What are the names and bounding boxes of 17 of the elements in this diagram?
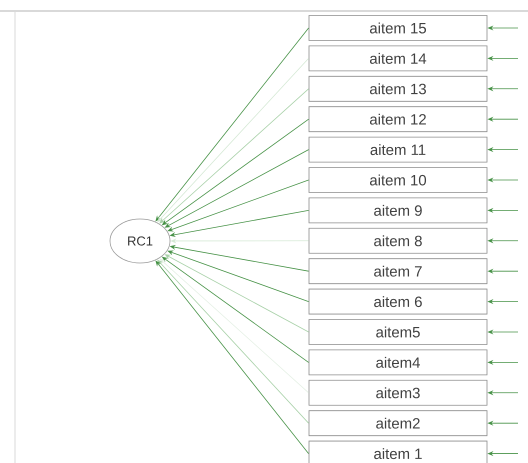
item-box: aitem 12	[308, 106, 488, 132]
item-box: aitem5	[308, 319, 488, 345]
item-box: aitem 8	[308, 228, 488, 254]
item-box: aitem 9	[308, 197, 488, 224]
item-box: aitem 11	[308, 136, 488, 162]
item-box: aitem 13	[308, 76, 488, 102]
item-box: aitem 1	[308, 440, 488, 463]
item-box: aitem 10	[308, 167, 488, 193]
item-box: aitem4	[308, 349, 488, 376]
item-box: aitem 14	[308, 46, 488, 72]
item-box: aitem 7	[308, 258, 488, 284]
item-box: aitem2	[308, 410, 488, 436]
item-box: aitem3	[308, 380, 488, 406]
loading-arrow	[157, 260, 309, 424]
loading-arrow	[157, 58, 309, 222]
item-box: aitem 6	[308, 288, 488, 314]
item-box: aitem 15	[308, 15, 488, 41]
